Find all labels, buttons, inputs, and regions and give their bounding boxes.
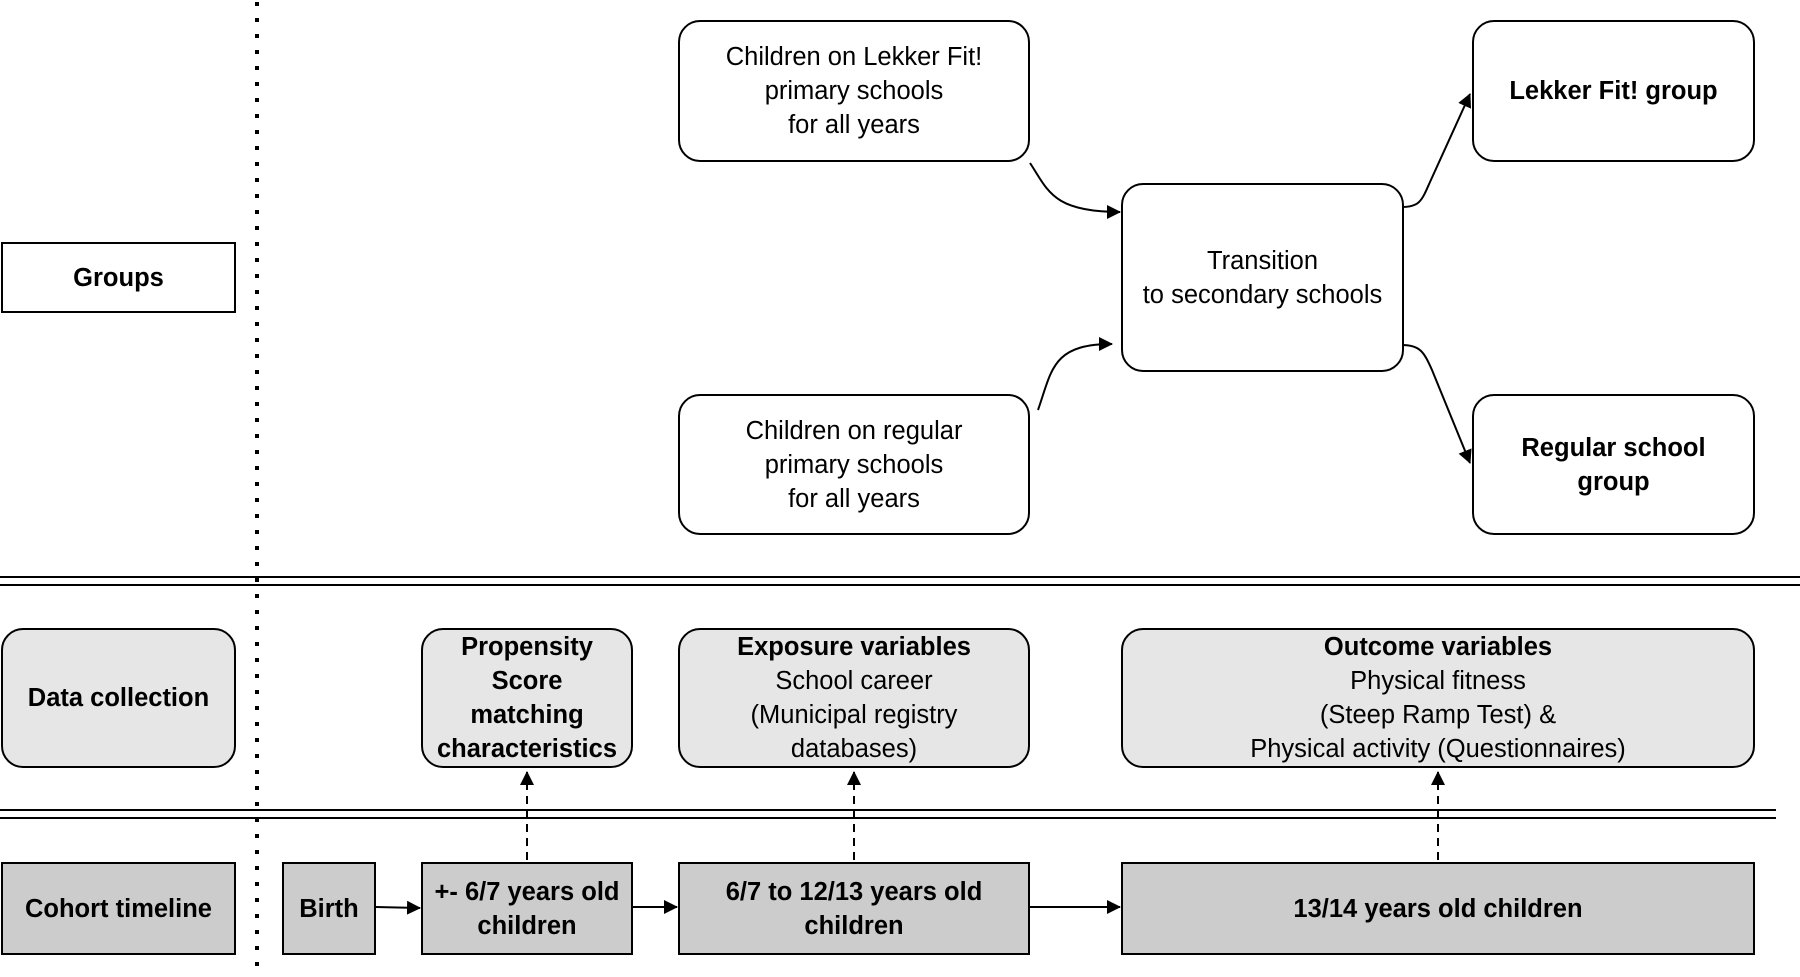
row-label-cohort-timeline: Cohort timeline xyxy=(1,862,236,955)
arrow-lekker-to-transition xyxy=(1029,162,1121,219)
timeline-age-6-13-line-1: 6/7 to 12/13 years old xyxy=(725,877,983,906)
outcome-line-2: (Steep Ramp Test) & xyxy=(1319,701,1557,729)
box-outcome-variables: Outcome variables Physical fitness (Stee… xyxy=(1121,628,1755,768)
outcome-line-3: Physical activity (Questionnaires) xyxy=(1250,735,1626,763)
propensity-line-4: characteristics xyxy=(436,735,618,763)
row-label-groups-text: Groups xyxy=(73,263,164,292)
arrow-transition-to-regular-group xyxy=(1401,344,1472,464)
arrow-regular-to-transition xyxy=(1037,337,1113,411)
regular-group-line-2: group xyxy=(1577,467,1650,496)
row-label-data-collection: Data collection xyxy=(1,628,236,768)
propensity-line-3: matching xyxy=(470,701,584,729)
timeline-age-6-13: 6/7 to 12/13 years old children xyxy=(678,862,1030,955)
row-label-groups: Groups xyxy=(1,242,236,313)
exposure-line-2: (Municipal registry xyxy=(750,701,958,729)
exposure-title: Exposure variables xyxy=(737,633,971,661)
timeline-age-6-7: +- 6/7 years old children xyxy=(421,862,633,955)
box-transition-secondary-schools: Transition to secondary schools xyxy=(1121,183,1404,372)
box-regular-school-group: Regular school group xyxy=(1472,394,1755,535)
transition-line-2: to secondary schools xyxy=(1142,280,1383,309)
lekker-primary-line-3: for all years xyxy=(788,111,920,139)
outcome-title: Outcome variables xyxy=(1323,633,1553,661)
box-lekker-fit-group: Lekker Fit! group xyxy=(1472,20,1755,162)
timeline-age-6-7-line-2: children xyxy=(477,911,577,940)
timeline-birth-text: Birth xyxy=(299,894,359,923)
box-regular-primary-schools: Children on regular primary schools for … xyxy=(678,394,1030,535)
row-label-data-collection-text: Data collection xyxy=(27,684,210,712)
propensity-line-2: Score xyxy=(491,667,563,695)
row-label-cohort-timeline-text: Cohort timeline xyxy=(24,894,212,923)
timeline-age-6-7-line-1: +- 6/7 years old xyxy=(434,877,620,906)
timeline-birth: Birth xyxy=(282,862,376,955)
arrow-birth-to-age-6-7 xyxy=(375,900,421,915)
box-lekker-fit-primary-schools: Children on Lekker Fit! primary schools … xyxy=(678,20,1030,162)
regular-primary-line-2: primary schools xyxy=(764,450,944,479)
exposure-line-1: School career xyxy=(775,667,933,695)
regular-primary-line-1: Children on regular xyxy=(745,416,963,445)
timeline-age-13-14: 13/14 years old children xyxy=(1121,862,1755,955)
exposure-line-3: databases) xyxy=(790,735,918,763)
propensity-line-1: Propensity xyxy=(461,633,593,661)
box-propensity-score: Propensity Score matching characteristic… xyxy=(421,628,633,768)
box-exposure-variables: Exposure variables School career (Munici… xyxy=(678,628,1030,768)
lekker-group-text: Lekker Fit! group xyxy=(1509,77,1718,105)
timeline-age-6-13-line-2: children xyxy=(804,911,904,940)
arrow-transition-to-lekker-group xyxy=(1401,93,1471,208)
timeline-age-13-14-text: 13/14 years old children xyxy=(1293,894,1583,923)
regular-primary-line-3: for all years xyxy=(788,484,920,513)
transition-line-1: Transition xyxy=(1206,246,1318,275)
lekker-primary-line-2: primary schools xyxy=(764,77,944,105)
outcome-line-1: Physical fitness xyxy=(1350,667,1526,695)
lekker-primary-line-1: Children on Lekker Fit! xyxy=(725,43,983,71)
regular-group-line-1: Regular school xyxy=(1521,433,1706,462)
